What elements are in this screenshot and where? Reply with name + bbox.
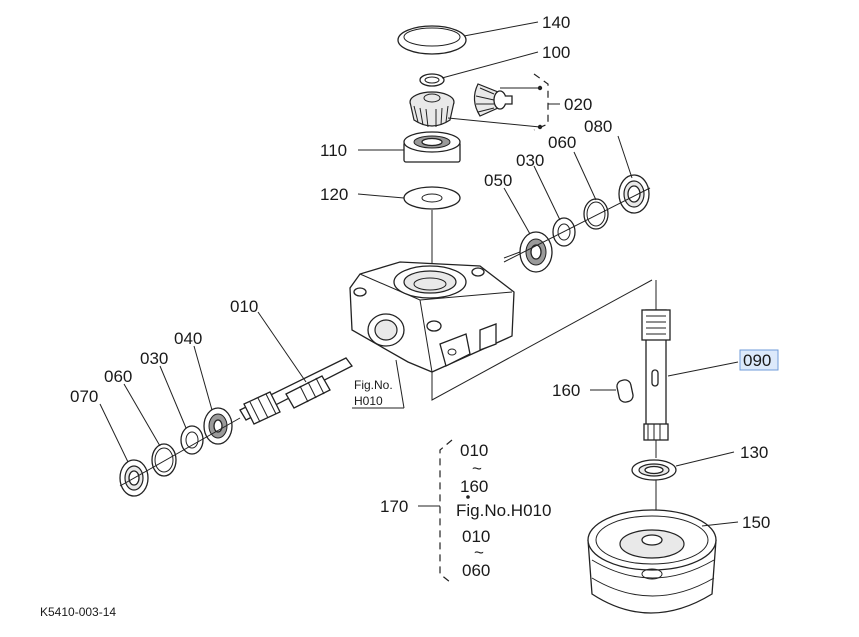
label-120[interactable]: 120 [320, 185, 348, 204]
leader-120 [357, 193, 405, 199]
group-170-tilde-a: ~ [472, 459, 482, 478]
leader-060-left [123, 383, 161, 447]
label-020[interactable]: 020 [564, 95, 592, 114]
leader-090 [667, 361, 739, 377]
leader-150 [701, 521, 739, 527]
label-030-top[interactable]: 030 [516, 151, 544, 170]
bracket-170 [439, 439, 453, 583]
group-170-tilde-b: ~ [474, 543, 484, 562]
label-050[interactable]: 050 [484, 171, 512, 190]
label-150[interactable]: 150 [742, 513, 770, 532]
leader-140 [463, 21, 539, 37]
footer-code: K5410-003-14 [40, 605, 116, 619]
part-100-circlip [419, 73, 445, 87]
part-010-shaft [239, 357, 353, 425]
bracket-020 [533, 73, 549, 131]
part-130-seal [631, 459, 677, 481]
label-030-left[interactable]: 030 [140, 349, 168, 368]
label-070[interactable]: 070 [70, 387, 98, 406]
part-080-seal [618, 174, 650, 214]
part-060-ring-top [583, 198, 609, 230]
leader-fig-ref [395, 359, 405, 409]
axis-line-right [503, 187, 651, 263]
label-100[interactable]: 100 [542, 43, 570, 62]
label-110[interactable]: 110 [320, 141, 347, 160]
part-090-shaft [641, 309, 671, 441]
label-160[interactable]: 160 [552, 381, 580, 400]
leader-130 [675, 451, 735, 467]
leader-030-top [533, 165, 561, 221]
group-170-fig-ref: Fig.No.H010 [456, 501, 551, 520]
label-090-highlight [739, 349, 779, 371]
leader-100 [441, 51, 539, 79]
part-040-bearing [203, 407, 233, 445]
label-010[interactable]: 010 [230, 297, 258, 316]
leader-020-b [447, 117, 541, 128]
dot-170 [466, 495, 470, 499]
part-140-cover [397, 25, 467, 55]
gearbox-housing [349, 261, 515, 373]
bracket-090 [431, 279, 653, 401]
part-110-bearing [403, 131, 461, 163]
group-170-from-b: 010 [462, 527, 490, 546]
group-170-to-a: 160 [460, 477, 488, 496]
part-bevel-gear-vertical [409, 91, 455, 128]
label-130[interactable]: 130 [740, 443, 768, 462]
label-060-left[interactable]: 060 [104, 367, 132, 386]
part-160-key [616, 379, 634, 403]
part-150-pulley [587, 509, 717, 614]
leader-070 [99, 403, 129, 463]
label-080[interactable]: 080 [584, 117, 612, 136]
axis-line-left [119, 417, 241, 487]
part-030-spacer-left [180, 425, 204, 455]
leader-040 [193, 345, 213, 411]
leader-010 [257, 311, 307, 383]
leader-060-top [573, 151, 597, 201]
part-120-washer [403, 186, 461, 210]
fig-ref-line2: H010 [354, 394, 383, 408]
part-060-ring-left [151, 443, 177, 477]
label-060-top[interactable]: 060 [548, 133, 576, 152]
leader-030-left [159, 365, 187, 429]
label-090[interactable]: 090 [743, 351, 771, 370]
leader-080 [617, 135, 633, 179]
part-050-bearing [503, 231, 553, 273]
fig-ref-line1: Fig.No. [354, 378, 393, 392]
leader-050 [503, 187, 531, 235]
label-040[interactable]: 040 [174, 329, 202, 348]
label-140[interactable]: 140 [542, 13, 570, 32]
label-170[interactable]: 170 [380, 497, 408, 516]
group-170-from-a: 010 [460, 441, 488, 460]
part-bevel-gear-side [473, 83, 513, 117]
group-170-to-b: 060 [462, 561, 490, 580]
